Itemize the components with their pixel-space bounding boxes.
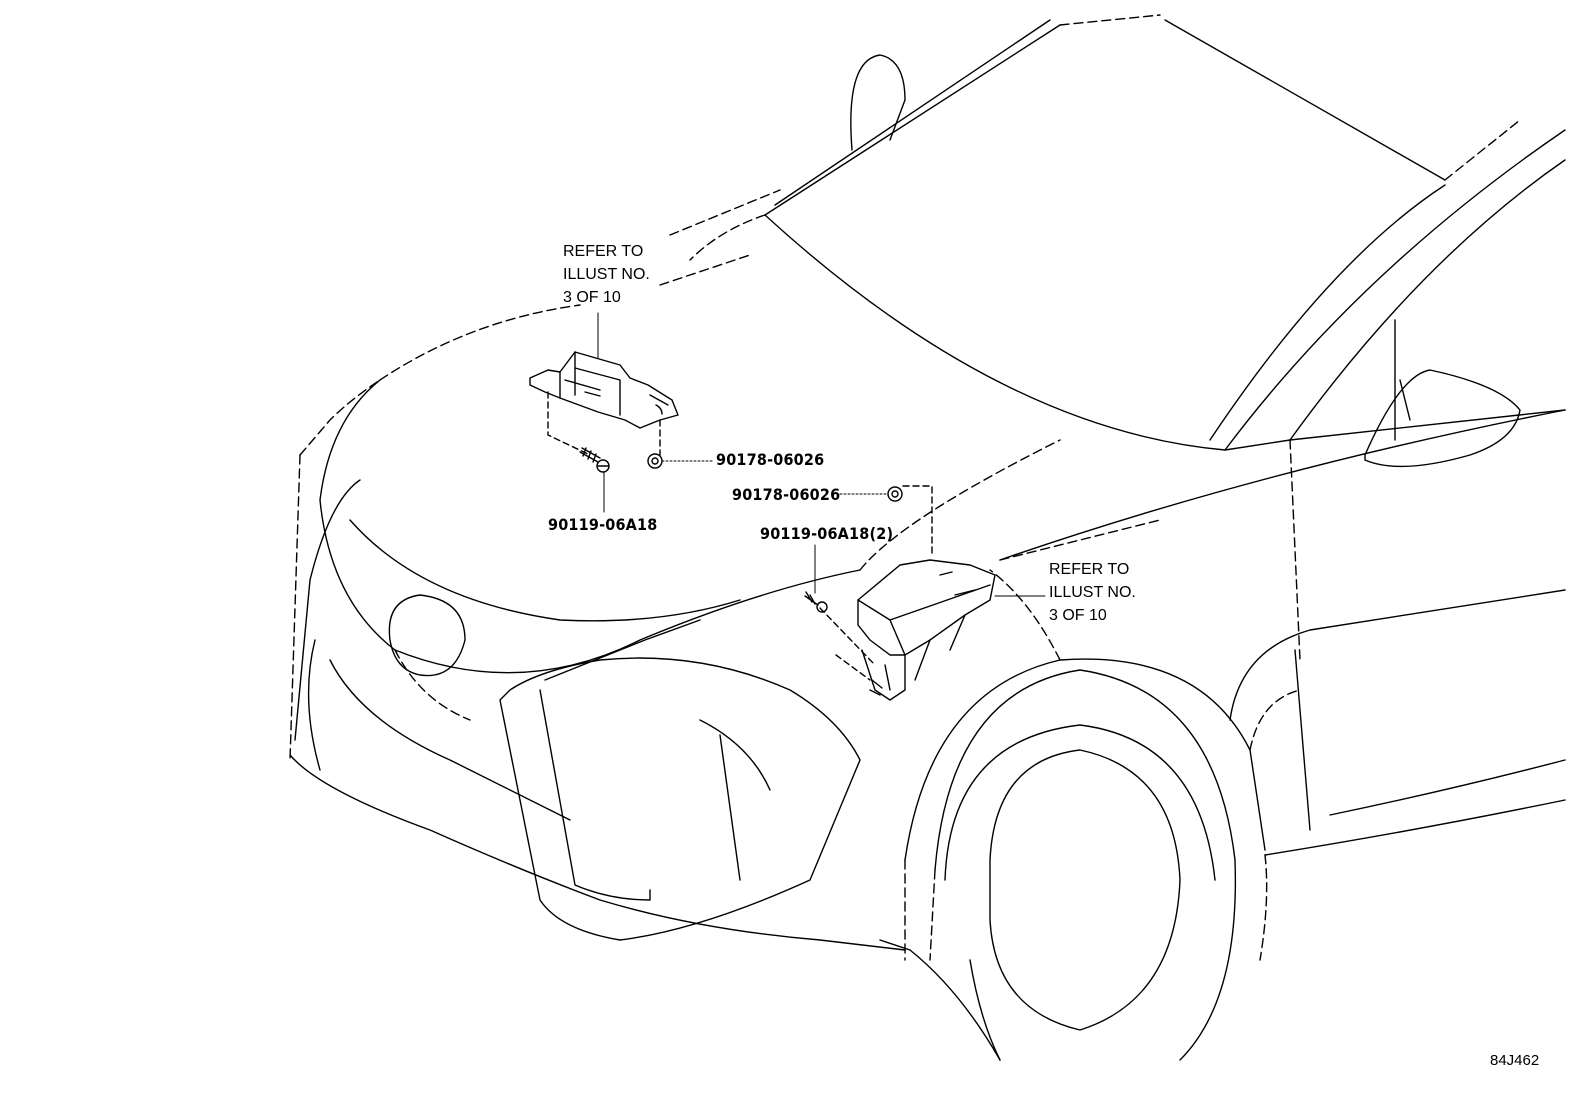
part-number-bolt-lower: 90119-06A18(2)	[760, 524, 894, 543]
lower-bolt	[804, 591, 828, 613]
car-body-outline	[289, 19, 1566, 1061]
ref-line-3: 3 OF 10	[1049, 607, 1107, 624]
lower-leaders	[814, 493, 1046, 597]
upper-sensor-assembly	[529, 351, 679, 429]
car-phantom-lines	[289, 14, 1521, 961]
ref-line-1: REFER TO	[563, 243, 644, 260]
ref-line-1: REFER TO	[1049, 561, 1130, 578]
refer-illustration-callout-upper: REFER TO ILLUST NO. 3 OF 10	[563, 240, 650, 309]
upper-nut	[647, 453, 663, 469]
part-number-nut-upper: 90178-06026	[716, 450, 825, 469]
part-number-nut-lower: 90178-06026	[732, 485, 841, 504]
refer-illustration-callout-lower: REFER TO ILLUST NO. 3 OF 10	[1049, 558, 1136, 627]
lower-nut	[887, 486, 903, 502]
upper-leaders	[597, 312, 713, 513]
part-number-bolt-upper: 90119-06A18	[548, 515, 658, 534]
ref-line-3: 3 OF 10	[563, 289, 621, 306]
illustration-code: 84J462	[1490, 1052, 1540, 1069]
upper-bolt	[579, 447, 610, 473]
lower-fastener-guides	[819, 485, 933, 681]
upper-fastener-guides	[547, 391, 661, 456]
ref-line-2: ILLUST NO.	[563, 266, 650, 283]
ref-line-2: ILLUST NO.	[1049, 584, 1136, 601]
lower-module	[857, 559, 996, 701]
